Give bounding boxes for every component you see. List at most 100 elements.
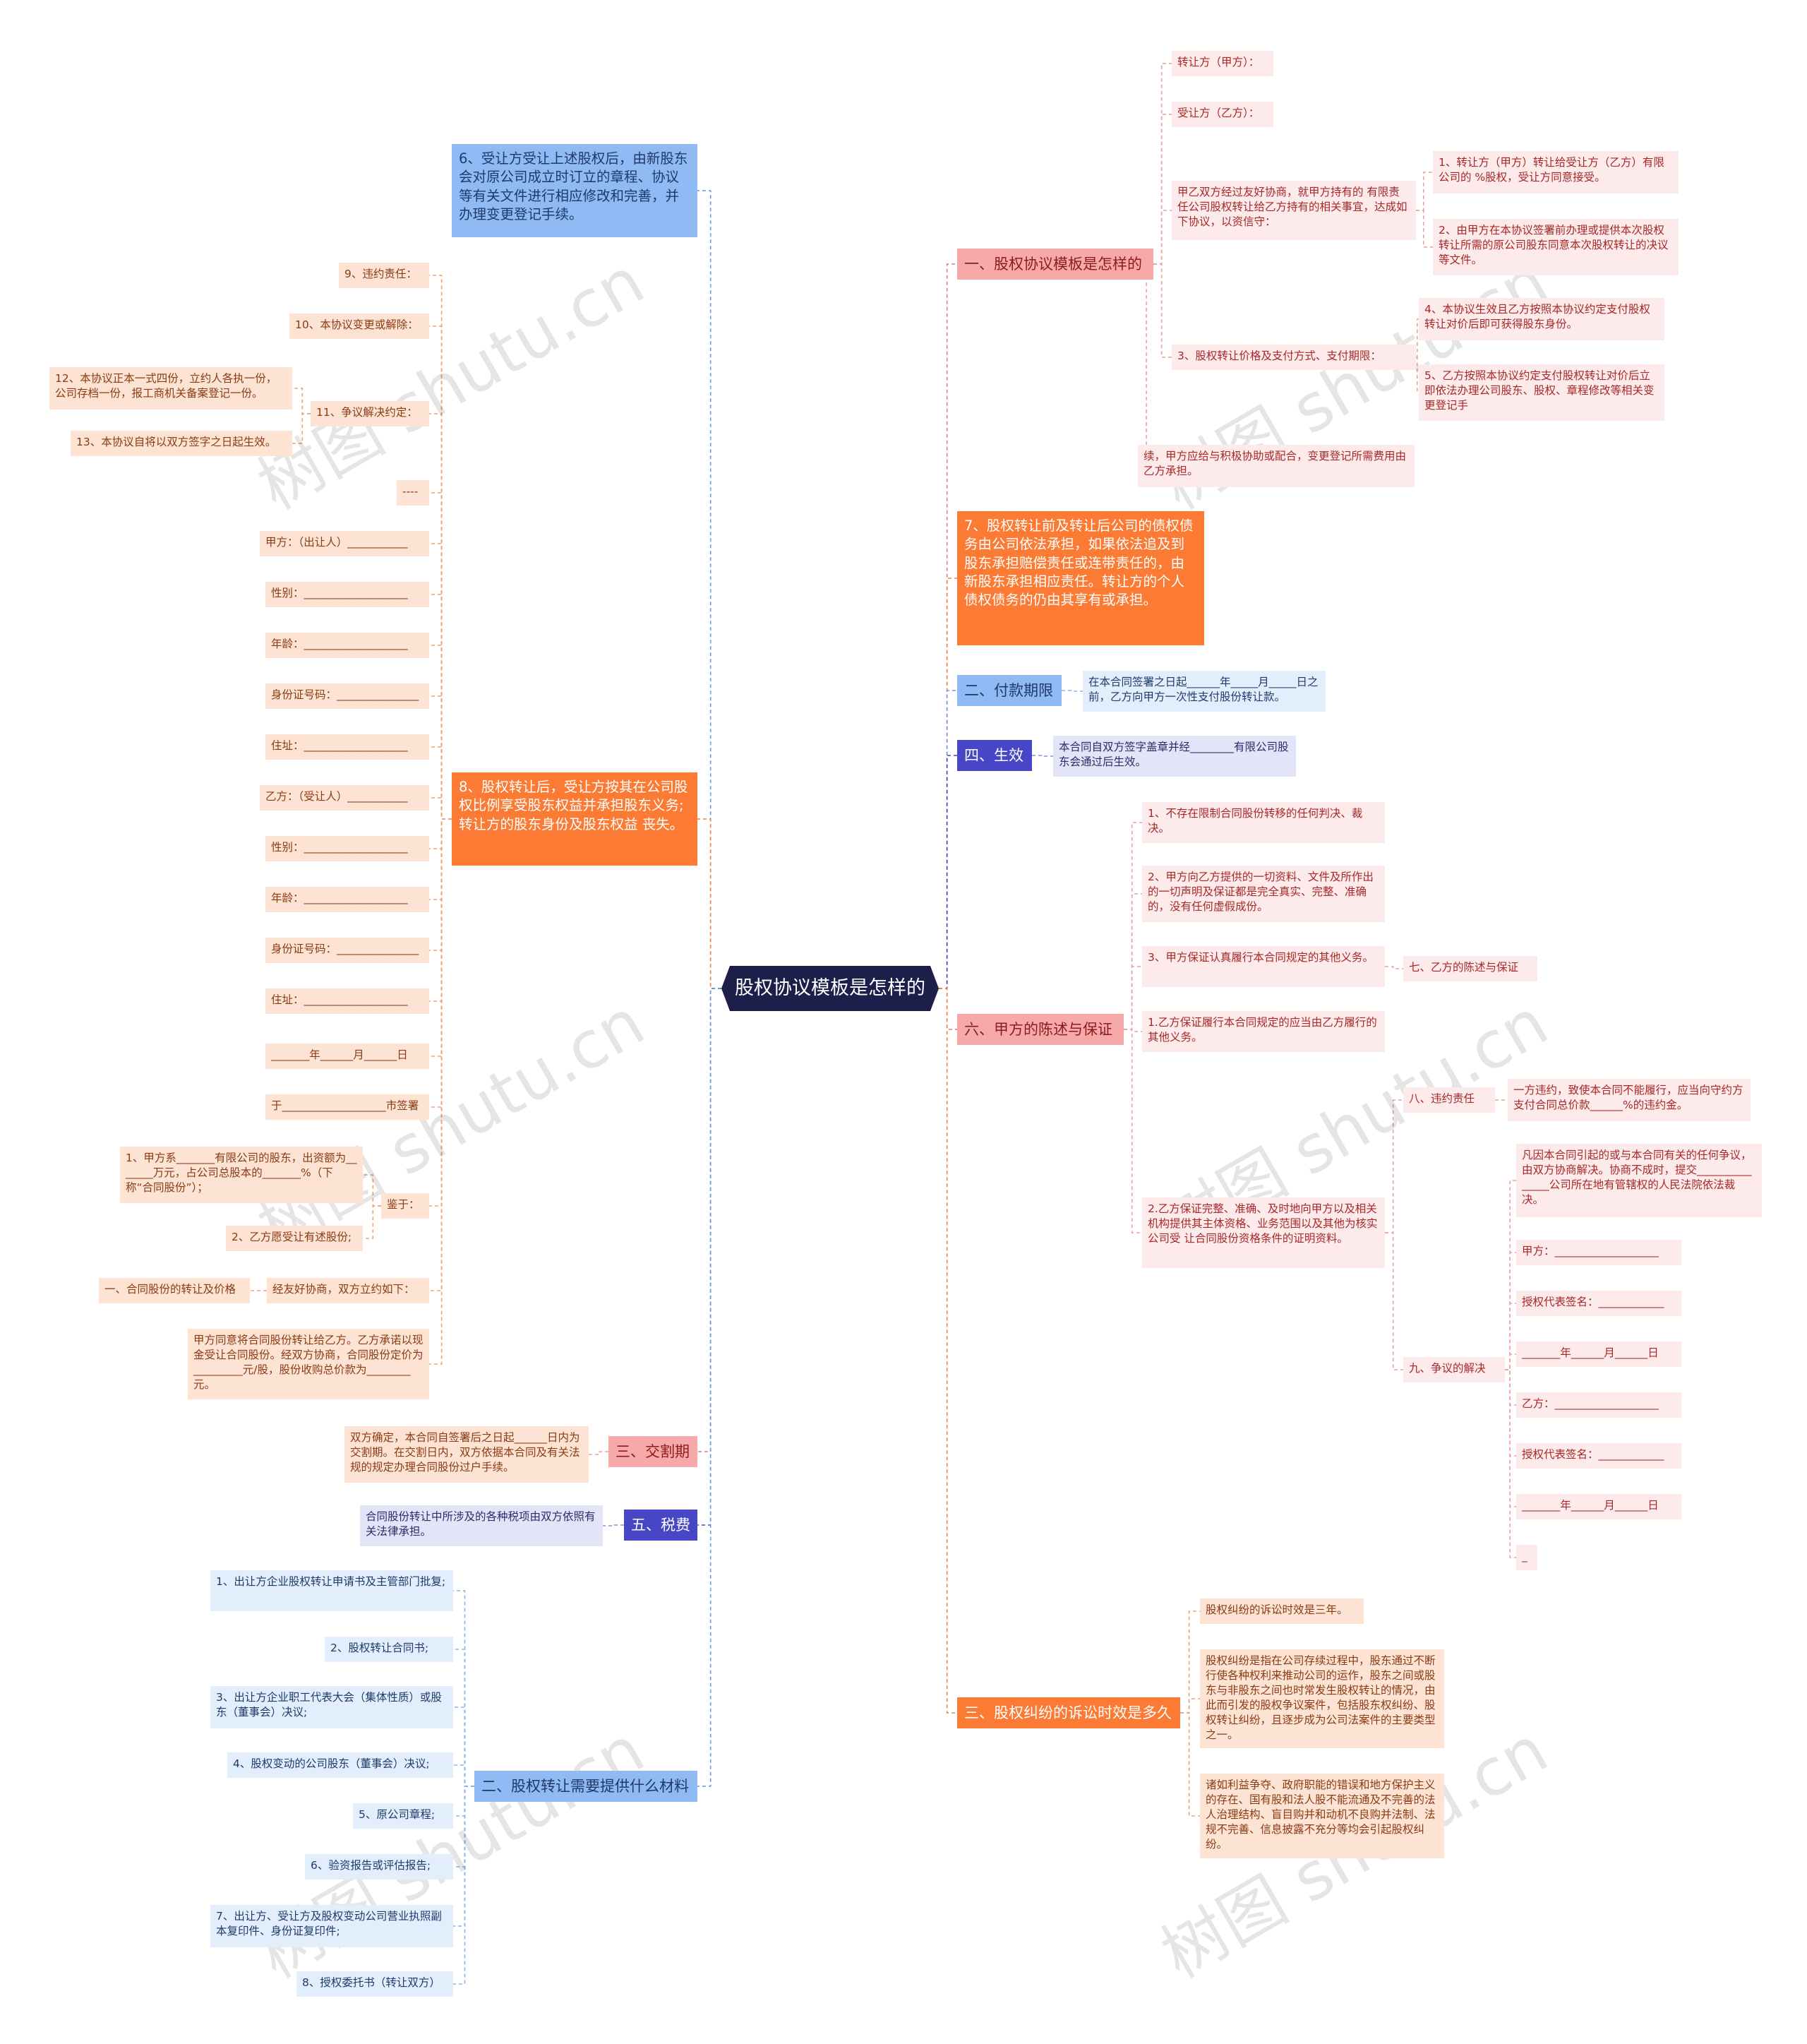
branch-required-materials[interactable]: 二、股权转让需要提供什么材料 [474, 1771, 697, 1802]
branch-agreement-template[interactable]: 一、股权协议模板是怎样的 [957, 249, 1153, 280]
leaf-id-a: 身份证号码：_______________ [265, 683, 429, 709]
connector-line [429, 746, 452, 820]
leaf-sign-party-b: 乙方：___________________ [1516, 1392, 1681, 1418]
connector-line [429, 695, 452, 820]
connector-line [1385, 1099, 1403, 1233]
branch-debts[interactable]: 7、股权转让前及转让后公司的债权债务由公司依法承担，如果依法追及到股东承担赔偿责… [957, 511, 1204, 645]
connector-line [429, 818, 452, 1207]
connector-line [429, 325, 452, 820]
leaf-clause-4: 4、本协议生效且乙方按照本协议约定支付股权转让对价后即可获得股东身份。 [1419, 298, 1664, 340]
connector-line [1416, 210, 1433, 248]
connector-line [453, 1707, 474, 1787]
branch-shareholder-rights[interactable]: 8、股权转让后，受让方按其在公司股权比例享受股东权益并承担股东义务;转让方的股东… [452, 772, 697, 866]
leaf-clause-3: 3、股权转让价格及支付方式、支付期限： [1172, 345, 1416, 370]
connector-line [1385, 966, 1403, 969]
connector-line [1180, 1698, 1200, 1714]
leaf-copies: 12、本协议正本一式四份，立约人各执一份，公司存档一份，报工商机关备案登记一份。 [49, 367, 292, 410]
connector-line [1032, 755, 1053, 757]
leaf-dispute-agreement: 11、争议解决约定： [311, 401, 429, 426]
connector-line [1505, 1353, 1516, 1370]
connector-line [429, 797, 452, 820]
branch-payment-term[interactable]: 二、付款期限 [957, 675, 1062, 706]
leaf-warranty-1: 1、不存在限制合同股份转移的任何判决、裁决。 [1142, 802, 1385, 843]
leaf-party-a: 甲方：（出让人）___________ [260, 531, 429, 556]
connector-line [939, 263, 957, 989]
connector-line [939, 988, 957, 1030]
leaf-material-2: 2、股权转让合同书; [325, 1637, 453, 1662]
leaf-breach-liability: 9、违约责任： [339, 263, 429, 288]
leaf-sex-a: 性别：___________________ [265, 582, 429, 607]
leaf-party-b-duty: 1.乙方保证履行本合同规定的应当由乙方履行的其他义务。 [1142, 1011, 1385, 1052]
connector-line [429, 492, 452, 820]
connector-line [1124, 822, 1142, 1030]
connector-line [1124, 966, 1142, 1030]
leaf-party-b: 乙方：（受让人）___________ [260, 785, 429, 811]
connector-line [453, 1649, 474, 1787]
leaf-dispute-heading: 九、争议的解决 [1403, 1357, 1505, 1382]
connector-line [453, 1764, 474, 1787]
leaf-sign-party-a: 甲方：___________________ [1516, 1240, 1681, 1265]
leaf-breach-text: 一方违约，致使本合同不能履行，应当向守约方支付合同总价款______%的违约金。 [1508, 1079, 1751, 1121]
branch-litigation-period[interactable]: 三、股权纠纷的诉讼时效是多久 [957, 1697, 1180, 1728]
connector-line [429, 818, 452, 1365]
leaf-address-a: 住址：___________________ [265, 734, 429, 760]
connector-line [697, 988, 721, 1526]
leaf-sign-date: _______年______月______日 [265, 1044, 429, 1069]
leaf-clause-2: 2、由甲方在本协议签署前办理或提供本次股权转让所需的原公司股东同意本次股权转让的… [1433, 219, 1679, 275]
leaf-party-b-warranty-heading: 七、乙方的陈述与保证 [1403, 956, 1537, 981]
connector-line [1180, 1610, 1200, 1714]
center-topic[interactable]: 股权协议模板是怎样的 [721, 966, 939, 1011]
branch-party-a-warranty[interactable]: 六、甲方的陈述与保证 [957, 1014, 1124, 1045]
branch-taxes[interactable]: 五、税费 [624, 1510, 697, 1541]
connector-line [939, 690, 957, 989]
leaf-effective-date: 13、本协议自将以双方签字之日起生效。 [71, 431, 292, 456]
connector-line [1124, 1029, 1142, 1233]
leaf-material-6: 6、验资报告或评估报告; [305, 1854, 453, 1879]
connector-line [429, 818, 452, 951]
connector-line [1385, 1232, 1403, 1370]
leaf-agreement-intro: 甲乙双方经过友好协商，就甲方持有的 有限责任公司股权转让给乙方持有的相关事宜，达… [1172, 181, 1416, 240]
leaf-amend-terminate: 10、本协议变更或解除： [289, 313, 429, 339]
connector-line [453, 1786, 474, 1927]
leaf-sign-date-b: _______年______月______日 [1516, 1494, 1681, 1519]
branch-amend-articles[interactable]: 6、受让方受让上述股权后，由新股东会对原公司成立时订立的章程、协议等有关文件进行… [452, 144, 697, 237]
branch-effective[interactable]: 四、生效 [957, 740, 1032, 771]
leaf-warranty-2: 2、甲方向乙方提供的一切资料、文件及所作出的一切声明及保证都是完全真实、完整、准… [1142, 866, 1385, 922]
leaf-warranty-3: 3、甲方保证认真履行本合同规定的其他义务。 [1142, 946, 1385, 987]
leaf-effective: 本合同自双方签字盖章并经________有限公司股东会通过后生效。 [1053, 736, 1296, 777]
connector-line [697, 190, 721, 989]
leaf-breach-heading: 八、违约责任 [1403, 1087, 1495, 1113]
connector-line [939, 755, 957, 989]
connector-line [939, 578, 957, 989]
connector-line [1180, 1712, 1200, 1817]
leaf-material-5: 5、原公司章程; [353, 1803, 453, 1829]
connector-line [429, 818, 452, 1108]
branch-delivery-period[interactable]: 三、交割期 [608, 1436, 697, 1467]
connector-line [1124, 893, 1142, 1030]
connector-line [603, 1524, 624, 1526]
leaf-material-8: 8、授权委托书（转让双方） [296, 1971, 453, 1997]
connector-line [429, 543, 452, 820]
connector-line [363, 1174, 381, 1207]
leaf-age-a: 年龄：___________________ [265, 633, 429, 658]
leaf-sign-place: 于___________________市签署 [265, 1094, 429, 1120]
leaf-dispute-definition: 股权纠纷是指在公司存续过程中，股东通过不断行使各种权利来推动公司的运作，股东之间… [1200, 1649, 1444, 1748]
leaf-transferor: 转让方（甲方）： [1172, 51, 1273, 76]
connector-line [1153, 114, 1172, 265]
connector-line [453, 1590, 474, 1787]
leaf-material-3: 3、出让方企业职工代表大会（集体性质）或股东（董事会）决议; [210, 1686, 453, 1728]
leaf-sign-rep-a: 授权代表签名：____________ [1516, 1291, 1681, 1316]
connector-line [363, 1205, 381, 1239]
connector-line [453, 1786, 474, 1867]
connector-line [1416, 172, 1433, 211]
connector-line [589, 1451, 608, 1455]
connector-line [1416, 357, 1419, 393]
leaf-sign-date-a: _______年______月______日 [1516, 1341, 1681, 1367]
connector-line [1505, 1369, 1516, 1558]
connector-line [697, 988, 721, 1787]
connector-line [429, 818, 452, 1002]
leaf-clause-1: 1、转让方（甲方）转让给受让方（乙方）有限公司的 %股权，受让方同意接受。 [1433, 151, 1679, 193]
leaf-whereas: 鉴于： [381, 1193, 429, 1219]
connector-line [429, 275, 452, 820]
